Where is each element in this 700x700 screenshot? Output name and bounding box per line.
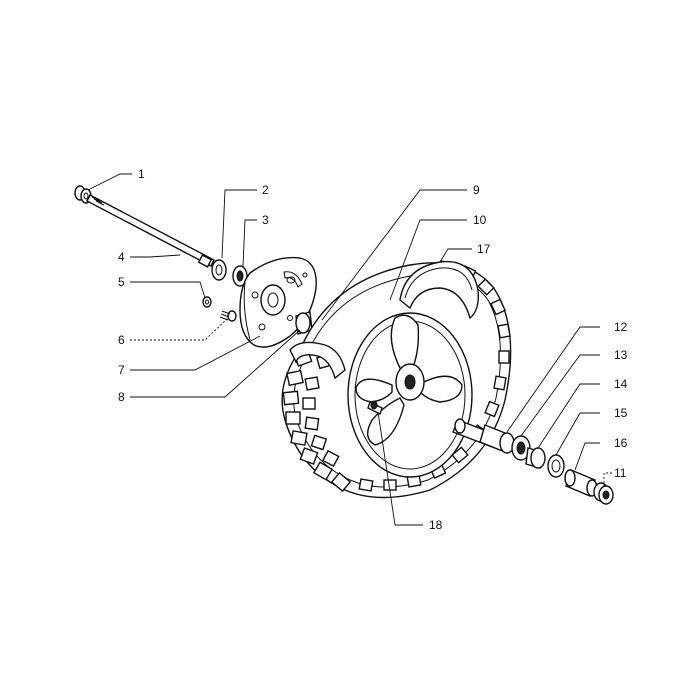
part-label-12: 12 <box>614 320 628 334</box>
bush-part <box>564 469 598 497</box>
part-label-11: 11 <box>614 466 627 480</box>
part-label-17: 17 <box>477 242 491 256</box>
part-label-9: 9 <box>473 183 480 197</box>
part-label-8: 8 <box>118 390 125 404</box>
part-label-1: 1 <box>138 167 145 181</box>
part-label-4: 4 <box>118 250 125 264</box>
part-label-10: 10 <box>473 213 487 227</box>
right-nut-part <box>593 482 614 505</box>
wheel-rim-part <box>347 312 473 478</box>
spacer-part <box>211 259 227 281</box>
leader-lines <box>87 173 612 526</box>
tyre-cutaway-part <box>399 260 480 320</box>
part-label-13: 13 <box>614 348 628 362</box>
spacer-right-part <box>525 447 546 469</box>
part-label-14: 14 <box>614 377 628 391</box>
part-label-7: 7 <box>118 363 125 377</box>
right-axle-part <box>452 418 515 454</box>
part-labels: 1 2 3 4 5 6 7 8 9 10 17 12 13 14 15 16 1… <box>118 167 628 532</box>
brake-drum-ring <box>289 341 346 380</box>
part-label-2: 2 <box>262 183 269 197</box>
washer-part <box>202 296 212 308</box>
axle-shaft-part <box>86 194 215 268</box>
part-label-18: 18 <box>429 518 443 532</box>
bolt-part <box>219 310 237 322</box>
brake-plate-part <box>239 256 317 348</box>
hub-spacer-part <box>295 311 313 335</box>
part-label-15: 15 <box>614 406 628 420</box>
part-label-3: 3 <box>262 213 269 227</box>
part-label-16: 16 <box>614 436 628 450</box>
part-label-5: 5 <box>118 275 125 289</box>
seal-right-part <box>547 454 565 478</box>
valve-part <box>367 400 383 415</box>
part-label-6: 6 <box>118 333 125 347</box>
